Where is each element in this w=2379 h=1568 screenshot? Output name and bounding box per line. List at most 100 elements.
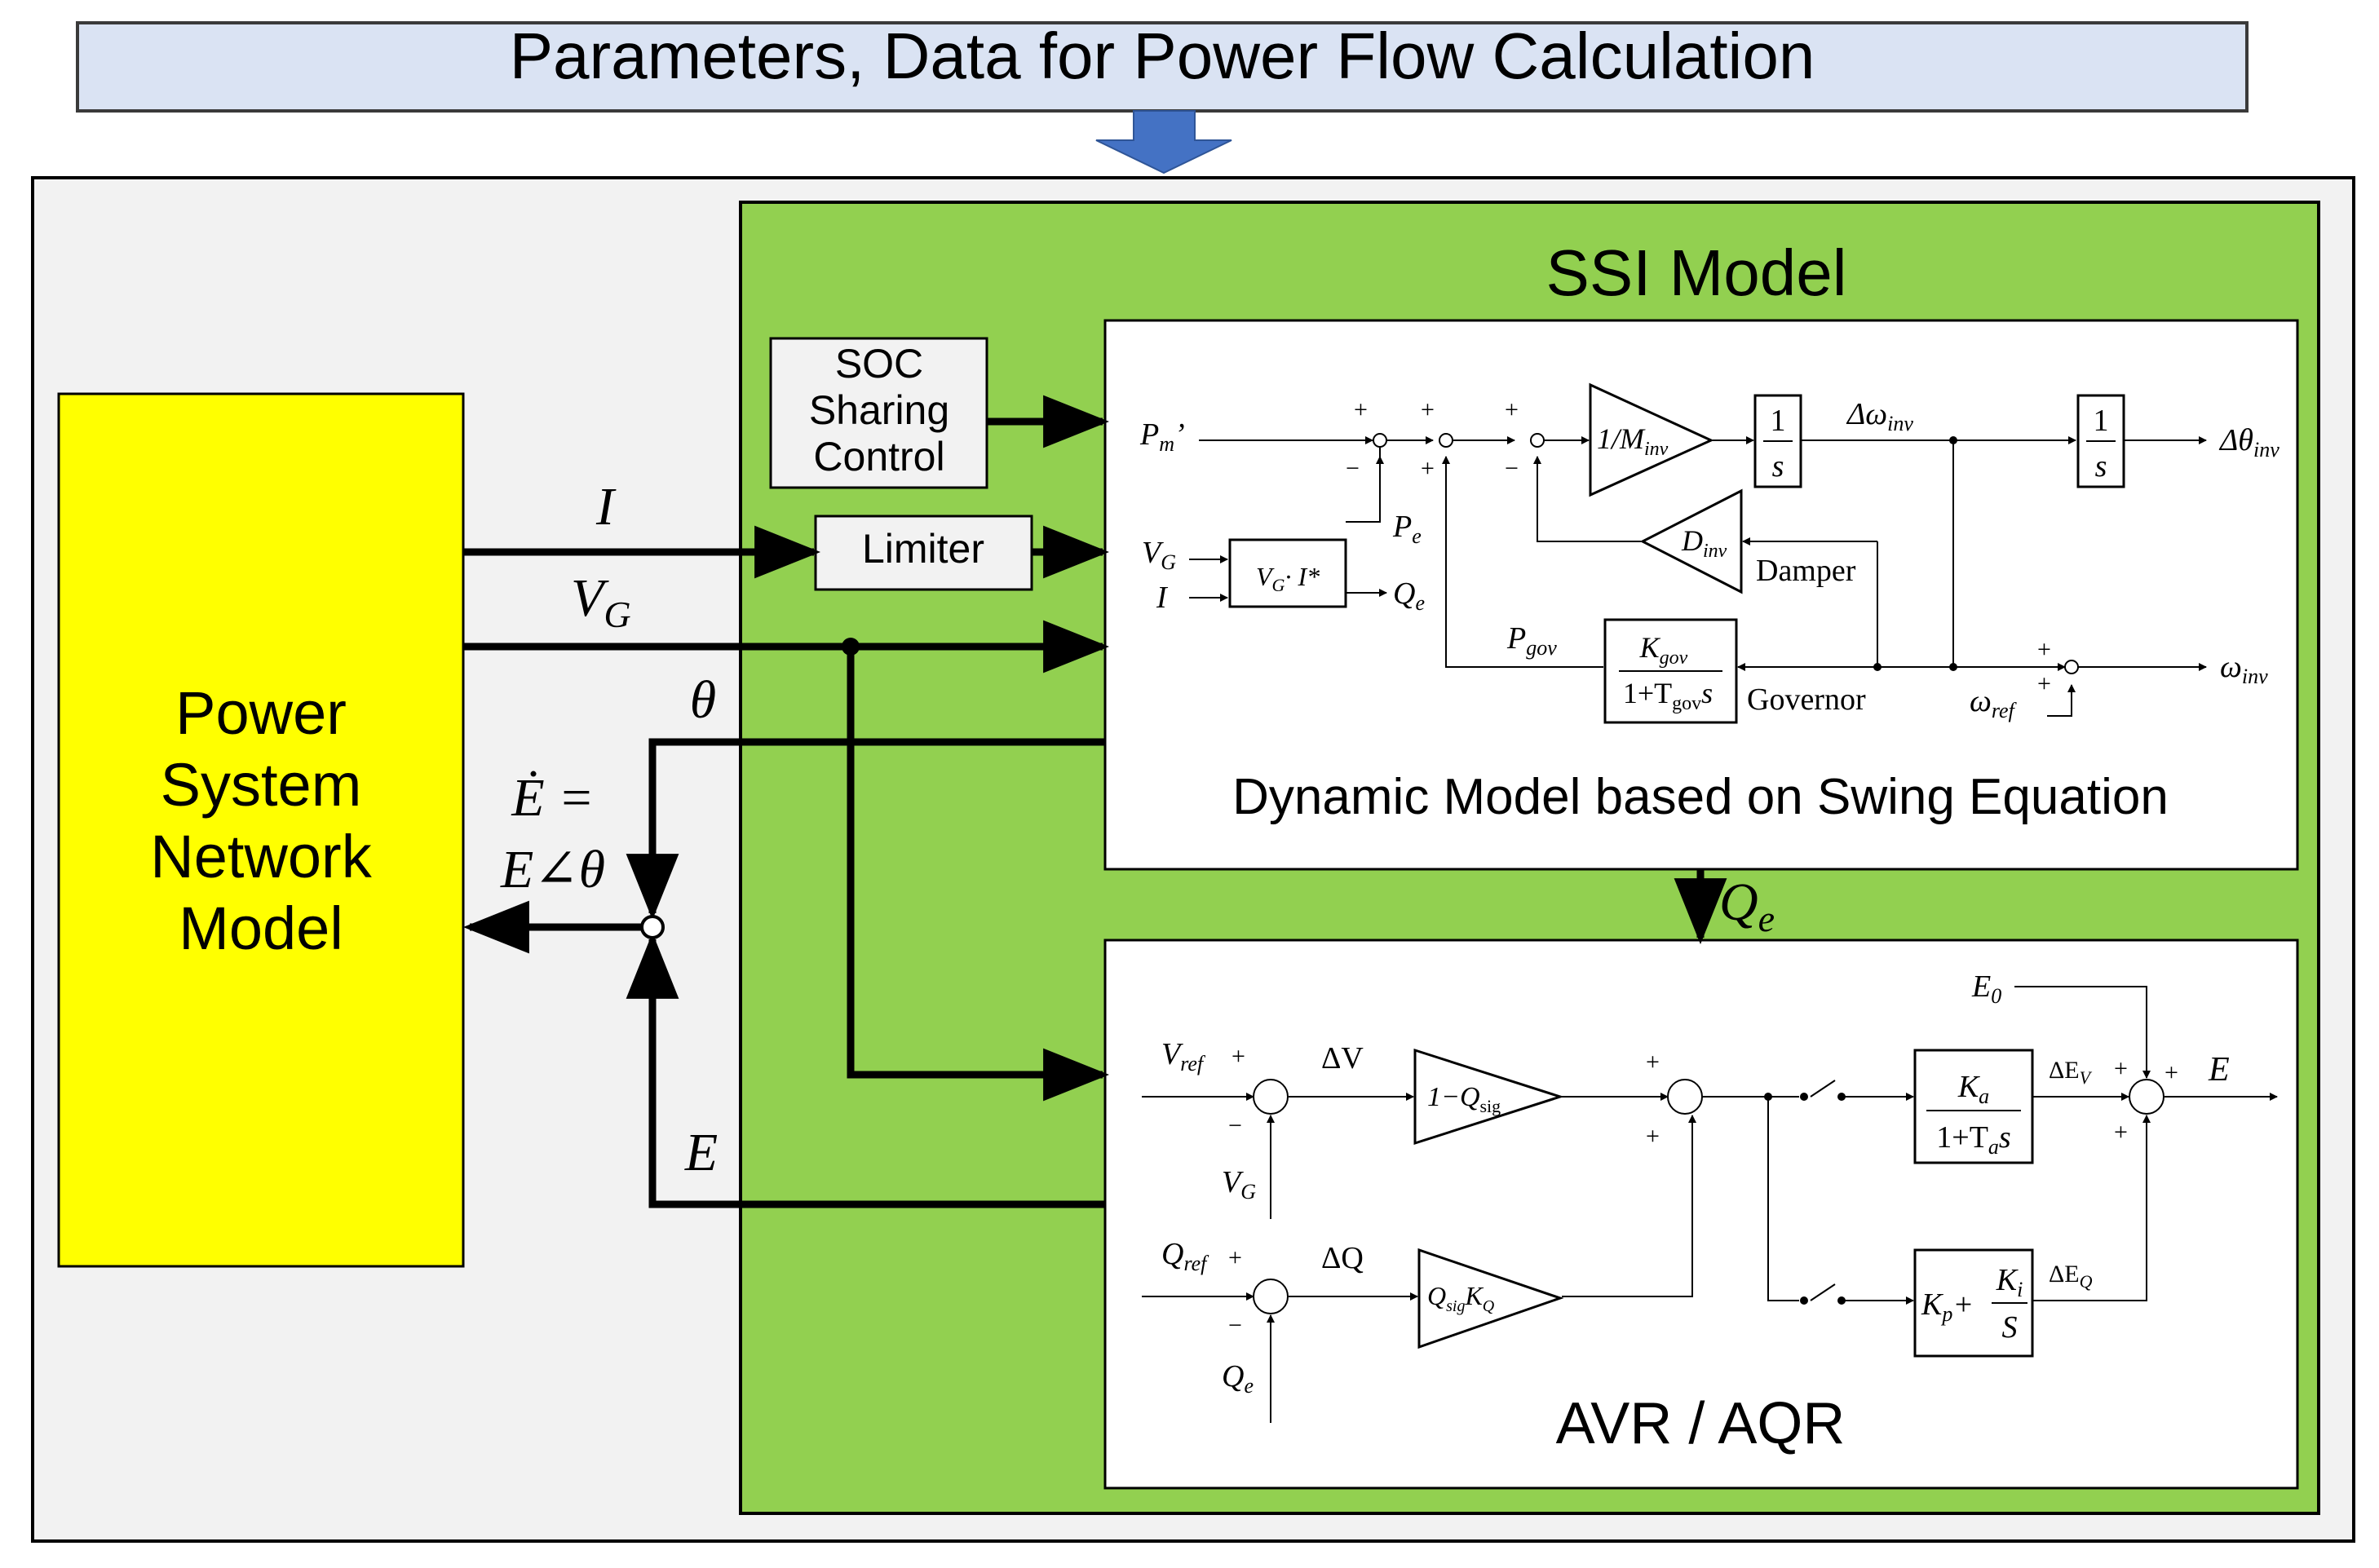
avr-ka-sub: a — [1979, 1084, 1989, 1108]
sign-plus-6: + — [2037, 670, 2051, 697]
aqr-gain-qsig-kq — [1417, 1248, 1564, 1349]
int2-num: 1 — [2094, 404, 2109, 438]
label-theta: θ — [690, 670, 716, 730]
sign-plus-1: + — [1354, 396, 1368, 423]
avr-sign-plus-3: + — [1646, 1049, 1660, 1076]
avr-lag-block — [1913, 1049, 2034, 1164]
avr-ta-label: 1+Tas — [1936, 1120, 2010, 1159]
switch-contact-2b — [1837, 1296, 1846, 1305]
swing-dth-main: Δθ — [2218, 423, 2253, 457]
aqr-ki-sub: i — [2017, 1278, 2023, 1301]
avr-vref-label: Vref — [1161, 1037, 1206, 1076]
swing-dw-label: Δωinv — [1846, 397, 1913, 435]
sign-plus-4: + — [1505, 396, 1519, 423]
soc-line2: Sharing — [809, 387, 949, 433]
vg-i-product-block — [1228, 538, 1347, 608]
swing-pe-sub: e — [1412, 524, 1422, 548]
soc-sharing-control-box: SOC Sharing Control — [769, 337, 988, 489]
swing-node-1 — [1949, 436, 1957, 444]
avr-reactive-sum — [1253, 1279, 1289, 1314]
swing-pe-main: P — [1392, 510, 1412, 544]
avr-ka-main: K — [1957, 1070, 1980, 1104]
sign-plus-5: + — [2037, 636, 2051, 663]
swing-sum-2 — [1439, 433, 1453, 448]
network-line3: Network — [150, 823, 372, 890]
swing-vg-sub: G — [1161, 550, 1176, 574]
avr-dev-sub: V — [2080, 1067, 2093, 1088]
aqr-kp-plus: + — [1952, 1288, 1974, 1322]
avr-deq-sub: Q — [2080, 1271, 2093, 1292]
avr-vg-main: V — [1222, 1165, 1244, 1199]
swing-pe-label: Pe — [1392, 510, 1422, 548]
tgov-label: 1+Tgovs — [1623, 677, 1713, 714]
avr-dev-main: ΔE — [2049, 1057, 2080, 1084]
swing-dinv-label: Dinv — [1681, 524, 1727, 562]
sign-plus-3: + — [1421, 455, 1435, 482]
avr-deq-label: ΔEQ — [2049, 1261, 2093, 1292]
avr-output-sum — [2129, 1079, 2165, 1115]
aqr-kp-sub: p — [1940, 1302, 1952, 1326]
tgov-a: 1+T — [1623, 677, 1672, 709]
swing-minv-sub: inv — [1644, 439, 1669, 460]
e-to-junction-arrow — [626, 932, 1105, 1208]
avr-ta-a: 1+T — [1936, 1120, 1988, 1155]
limiter-box: Limiter — [814, 515, 1033, 591]
avr-e0-label: E0 — [1971, 970, 2001, 1008]
label-edot-bottom: E∠θ — [500, 840, 605, 899]
label-E: E — [684, 1123, 718, 1182]
label-I: I — [595, 477, 617, 537]
avr-sign-plus-2: + — [1228, 1244, 1242, 1271]
swing-wref-sub: ref — [1992, 699, 2018, 722]
avr-ta-b: s — [1999, 1120, 2011, 1155]
swing-dth-sub: inv — [2253, 438, 2280, 462]
avr-sign-plus-6: + — [2165, 1059, 2178, 1086]
theta-to-junction-arrow — [626, 738, 1105, 921]
swing-pm-prime: ’ — [1174, 417, 1185, 452]
avr-gain-1-minus-qsig — [1413, 1048, 1564, 1146]
avr-vg-sub: G — [1240, 1180, 1256, 1204]
avr-block-diagram — [1142, 986, 2278, 1423]
int2-den: s — [2095, 449, 2107, 484]
swing-node-2 — [1873, 663, 1882, 671]
int1-num: 1 — [1771, 404, 1786, 438]
damper-label: Damper — [1756, 554, 1856, 588]
avr-ta-sub: a — [1988, 1135, 1999, 1159]
swing-pgov-label: Pgov — [1506, 621, 1557, 660]
swing-winv-main: ω — [2220, 650, 2242, 684]
avr-aqr-caption: AVR / AQR — [1556, 1391, 1846, 1456]
avr-qsig1-sub: sig — [1480, 1096, 1501, 1116]
avr-mid-sum — [1667, 1079, 1703, 1115]
tgov-sub: gov — [1672, 693, 1701, 714]
parameters-banner: Parameters, Data for Power Flow Calculat… — [76, 20, 2249, 113]
omega-sum — [2064, 660, 2079, 674]
sign-minus-2: − — [1505, 455, 1519, 482]
power-system-network-model: Power System Network Model — [57, 392, 465, 1268]
avr-qe-main: Q — [1222, 1359, 1244, 1394]
network-line4: Model — [179, 894, 343, 962]
swing-vg-label: VG — [1142, 536, 1176, 574]
network-line1: Power — [175, 679, 347, 747]
sign-plus-2: + — [1421, 396, 1435, 423]
main-summing-junction — [640, 915, 665, 939]
switch-contact-1b — [1837, 1093, 1846, 1101]
avr-dv-label: ΔV — [1321, 1041, 1364, 1076]
swing-qe-sub: e — [1415, 591, 1425, 615]
swing-pgov-sub: gov — [1526, 636, 1557, 660]
swing-dth-label: Δθinv — [2218, 423, 2280, 462]
aqr-qsig2-label: QsigKQ — [1427, 1281, 1495, 1315]
avr-sign-minus-2: − — [1228, 1312, 1242, 1339]
swing-winv-sub: inv — [2242, 665, 2268, 688]
swing-block-diagram — [1189, 436, 2207, 717]
limiter-label: Limiter — [862, 526, 984, 572]
governor-label: Governor — [1747, 682, 1866, 717]
swing-pm-main: P — [1139, 417, 1159, 452]
label-VG-sub: G — [604, 594, 630, 635]
avr-qsig1-label: 1−Qsig — [1427, 1082, 1501, 1116]
avr-sign-plus-1: + — [1232, 1043, 1245, 1070]
ssi-model-title: SSI Model — [1545, 236, 1846, 309]
switch-contact-2a — [1800, 1296, 1808, 1305]
swing-vgi-sub: G — [1272, 575, 1285, 595]
kgov-label: Kgov — [1639, 631, 1688, 669]
kgov-main: K — [1639, 631, 1661, 664]
swing-sum-3 — [1530, 433, 1545, 448]
